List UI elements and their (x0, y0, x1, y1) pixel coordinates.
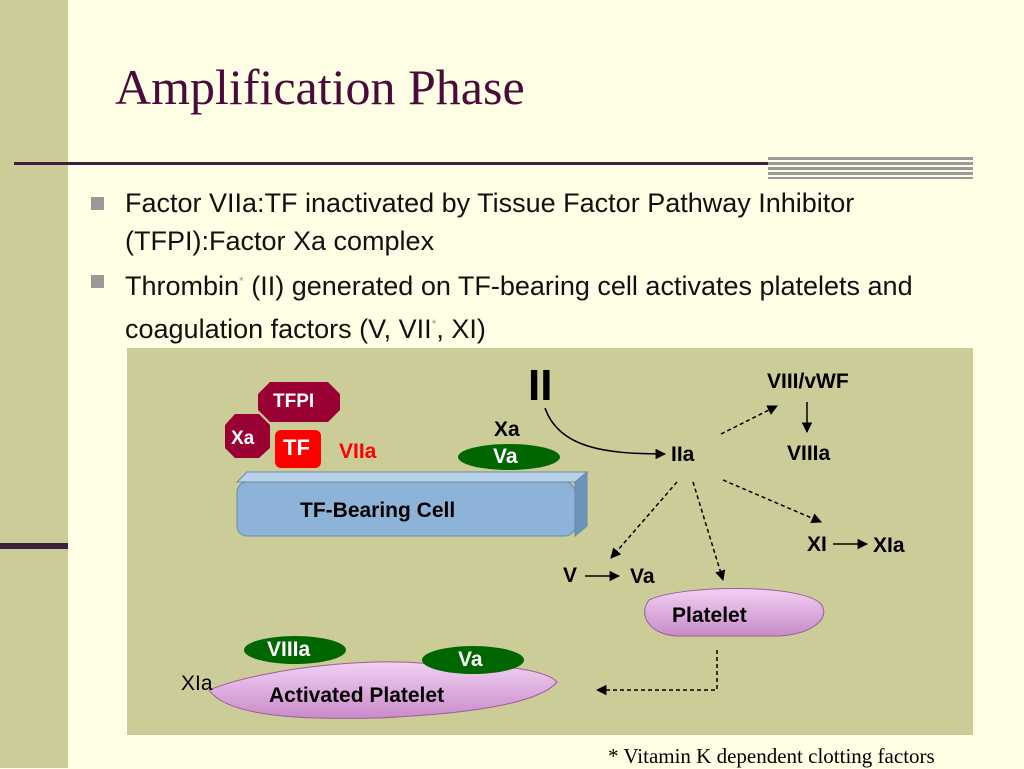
v-label: V (563, 564, 578, 587)
tf-box (275, 430, 321, 468)
xia-left-label: XIa (181, 672, 213, 695)
platelet-to-activated-arrow (595, 650, 718, 696)
vitamin-k-marker: * (431, 317, 437, 331)
platelet-shape (644, 588, 825, 637)
tf-cell-side-face (574, 470, 588, 538)
bullet-2-text-b: (II) generated on TF-bearing cell activa… (125, 271, 913, 344)
va-mid-label: Va (630, 565, 655, 588)
footnote: * Vitamin K dependent clotting factors (608, 744, 935, 768)
tfpi-label: TFPI (273, 391, 315, 412)
iia-to-xi-arrow (722, 479, 822, 524)
iia-label: IIa (671, 443, 695, 466)
iia-to-v-arrow (610, 481, 678, 559)
title-divider (14, 162, 774, 165)
viia-label: VIIa (339, 440, 377, 463)
xa-small-label: Xa (231, 428, 255, 449)
viii-vwf-label: VIII/vWF (767, 370, 849, 393)
bullet-2-text-c: , XI) (436, 314, 486, 344)
va-bottom-ellipse (422, 646, 524, 674)
left-decorative-band (0, 0, 68, 768)
platelet-label: Platelet (672, 604, 747, 627)
bullet-item-1: Factor VIIa:TF inactivated by Tissue Fac… (88, 184, 968, 260)
xia-right-label: XIa (873, 534, 905, 557)
xi-label: XI (807, 533, 827, 556)
tf-cell-top-face (235, 471, 589, 483)
activated-platelet-label: Activated Platelet (269, 684, 445, 707)
coagulation-diagram: TFPI Xa TF VIIa Xa Va TF-Bearing Cell II… (127, 348, 973, 735)
iia-to-viii-arrow (720, 405, 778, 435)
tf-label: TF (283, 435, 310, 460)
bullet-item-2: Thrombin* (II) generated on TF-bearing c… (88, 262, 968, 348)
vitamin-k-marker: * (239, 274, 244, 288)
xa-label: Xa (494, 418, 520, 441)
viiia-bottom-label: VIIIa (267, 638, 311, 661)
tf-bearing-cell-label: TF-Bearing Cell (300, 499, 456, 522)
iia-to-platelet-arrow (692, 481, 726, 582)
bullet-list: Factor VIIa:TF inactivated by Tissue Fac… (88, 184, 968, 350)
bullet-2-text-a: Thrombin (125, 271, 240, 301)
viiia-top-label: VIIIa (787, 442, 831, 465)
xa-octagon (225, 414, 270, 458)
va-cell-label: Va (493, 445, 518, 468)
bullet-square-icon (91, 197, 104, 210)
activated-platelet-shape (208, 661, 558, 719)
title-divider-striped (768, 157, 973, 179)
bullet-square-icon (91, 275, 104, 288)
tf-cell-front-face (236, 481, 576, 537)
ii-to-iia-arrow (544, 407, 667, 460)
va-bottom-label: Va (458, 648, 483, 671)
bullet-1-text: Factor VIIa:TF inactivated by Tissue Fac… (125, 188, 855, 256)
ii-label: II (528, 361, 553, 410)
slide-title: Amplification Phase (115, 59, 525, 115)
va-cell-ellipse (458, 444, 560, 470)
viiia-bottom-ellipse (244, 636, 346, 664)
left-band-accent-bar (0, 543, 68, 549)
diagram-shapes (208, 382, 869, 719)
tfpi-octagon (258, 382, 340, 422)
